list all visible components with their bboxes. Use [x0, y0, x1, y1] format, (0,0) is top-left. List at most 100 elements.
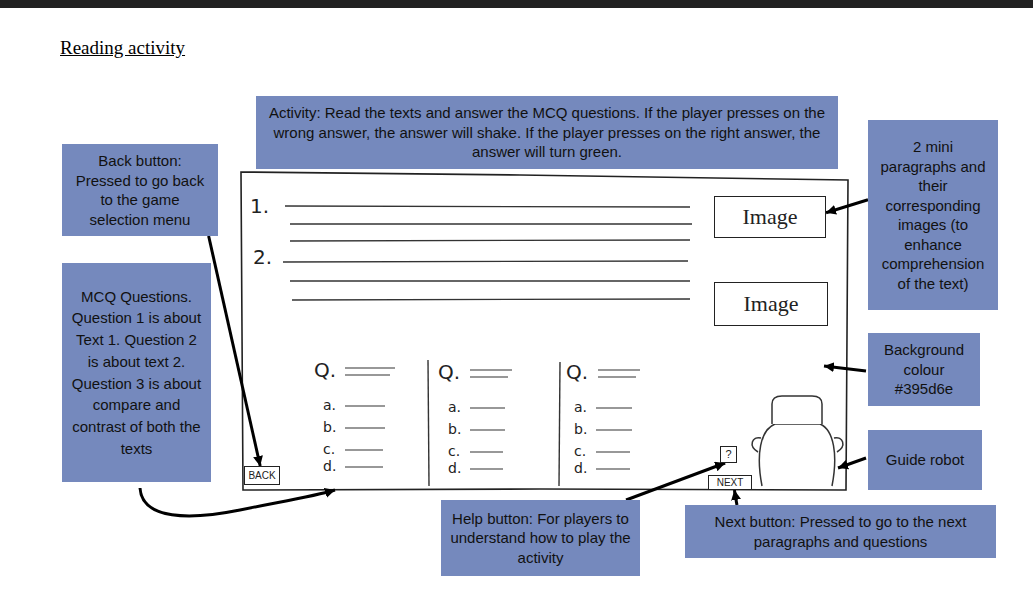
image-placeholder: Image	[714, 196, 826, 238]
robot-head	[759, 424, 834, 486]
text-line	[290, 240, 690, 241]
text-line	[290, 223, 692, 224]
text-group: 2 mini paragraphs and their correspondin…	[876, 137, 990, 293]
question-lines	[345, 368, 640, 469]
text-lines	[283, 206, 692, 300]
sketch-label: d.	[574, 460, 587, 476]
node-text: Guide robot	[886, 450, 964, 470]
sketch-label: a.	[448, 399, 461, 415]
question-line	[345, 367, 395, 368]
guide-robot-drawing	[752, 396, 843, 486]
answer-line	[470, 429, 505, 430]
robot-hat	[772, 396, 822, 424]
back-button-callout: Back button: Pressed to go back to the g…	[62, 144, 218, 236]
answer-line	[345, 449, 383, 450]
text-line	[285, 206, 690, 207]
sketch-label: Q.	[566, 361, 588, 384]
background-callout: Background colour #395d6e	[868, 333, 980, 406]
sketch-label: Q.	[314, 359, 336, 382]
leader-arrows	[140, 366, 866, 516]
column-divider	[559, 362, 560, 486]
text-line	[283, 261, 688, 262]
text-group: NEXT	[717, 477, 744, 488]
paragraphs-callout: 2 mini paragraphs and their correspondin…	[868, 120, 998, 310]
sketch-label: b.	[323, 419, 336, 435]
node-text: NEXT	[717, 477, 744, 488]
question-line	[470, 376, 508, 377]
text-group: Image	[744, 292, 799, 316]
next-button-callout: Next button: Pressed to go to the next p…	[685, 505, 996, 558]
question-line	[345, 374, 390, 375]
sketch-label: b.	[574, 421, 587, 437]
answer-line	[470, 468, 503, 469]
next-button: NEXT	[708, 475, 752, 490]
text-group: Help button: For players to understand h…	[449, 509, 632, 568]
text-line	[290, 280, 690, 281]
node-text: Image	[743, 205, 798, 229]
top-bar	[0, 0, 1033, 8]
node-text: MCQ Questions. Question 1 is about Text …	[70, 286, 203, 460]
leader-arrow	[140, 488, 335, 516]
sketch-label: a.	[323, 397, 336, 413]
sketch-label: d.	[323, 458, 336, 474]
answer-line	[345, 405, 385, 406]
help-button: ?	[720, 446, 737, 463]
text-group: Guide robot	[886, 450, 964, 470]
page-title: Reading activity	[60, 37, 185, 59]
node-text: Activity: Read the texts and answer the …	[264, 103, 830, 162]
text-group: ?	[725, 448, 731, 460]
robot-ear	[752, 438, 761, 452]
text-group: Background colour #395d6e	[876, 340, 972, 399]
text-group: MCQ Questions. Question 1 is about Text …	[70, 286, 203, 460]
back-button: BACK	[244, 466, 280, 485]
screen-outline	[241, 172, 848, 490]
node-text: Help button: For players to understand h…	[449, 509, 632, 568]
text-group: Back button: Pressed to go back to the g…	[70, 151, 210, 229]
sketch-label: b.	[448, 421, 461, 437]
answer-line	[596, 451, 630, 452]
answer-line	[596, 407, 632, 408]
help-button-callout: Help button: For players to understand h…	[441, 500, 640, 576]
text-group: Activity: Read the texts and answer the …	[264, 103, 830, 162]
question-line	[598, 369, 640, 370]
sketch-label: d.	[448, 460, 461, 476]
sketch-label: c.	[574, 443, 586, 459]
sketch-label: c.	[323, 441, 335, 457]
node-text: ?	[725, 448, 731, 460]
robot-callout: Guide robot	[868, 430, 982, 490]
node-text: Background colour #395d6e	[876, 340, 972, 399]
sketch-label: 1.	[250, 195, 269, 218]
text-group: Next button: Pressed to go to the next p…	[693, 512, 988, 551]
answer-line	[596, 429, 632, 430]
answer-line	[596, 468, 630, 469]
sketch-label: Q.	[438, 361, 460, 384]
column-dividers	[428, 360, 560, 486]
connector-arrow	[826, 200, 868, 213]
text-line	[292, 299, 690, 300]
image-placeholder: Image	[714, 282, 828, 326]
connector-arrow	[209, 236, 261, 466]
mcq-callout: MCQ Questions. Question 1 is about Text …	[62, 263, 211, 482]
text-group: Image	[743, 205, 798, 229]
node-text: Next button: Pressed to go to the next p…	[693, 512, 988, 551]
question-line	[470, 369, 512, 370]
column-divider	[428, 360, 429, 486]
question-line	[598, 376, 636, 377]
leader-arrow	[824, 366, 866, 371]
answer-line	[345, 466, 383, 467]
node-text: Image	[744, 292, 799, 316]
answer-line	[345, 427, 385, 428]
sketch-label: c.	[448, 443, 460, 459]
sketch-label: 2.	[253, 246, 272, 269]
leader-arrow	[838, 458, 866, 468]
answer-line	[470, 407, 505, 408]
robot-ear	[834, 438, 843, 452]
node-text: BACK	[248, 470, 275, 481]
activity-callout: Activity: Read the texts and answer the …	[256, 96, 838, 169]
connector-arrow	[734, 490, 737, 505]
text-group: BACK	[248, 470, 275, 481]
answer-line	[470, 451, 503, 452]
node-text: 2 mini paragraphs and their correspondin…	[876, 137, 990, 293]
node-text: Back button: Pressed to go back to the g…	[70, 151, 210, 229]
